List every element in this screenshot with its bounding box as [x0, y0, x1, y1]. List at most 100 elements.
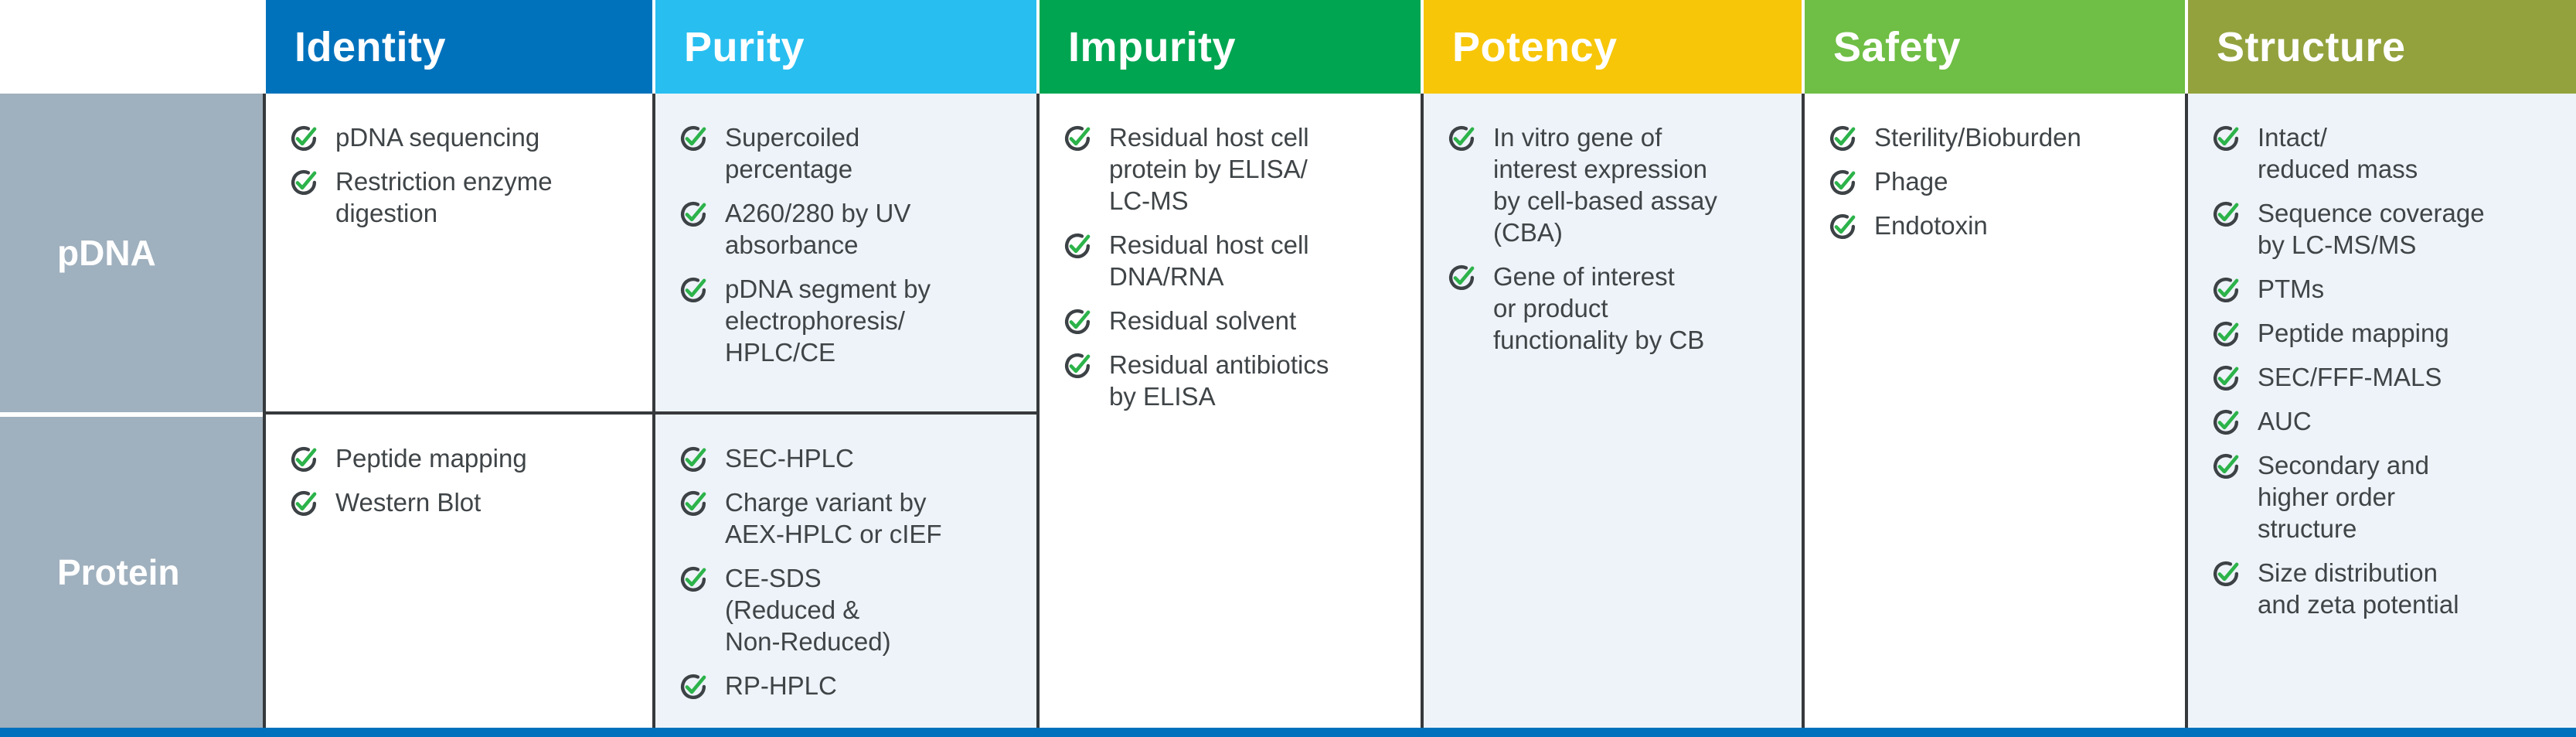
check-circle-icon	[2211, 275, 2241, 304]
item-label: pDNA segment by electrophoresis/ HPLC/CE	[725, 275, 931, 367]
check-circle-icon	[679, 199, 708, 228]
column-header-structure: Structure	[2185, 0, 2576, 94]
check-circle-icon	[2211, 199, 2241, 228]
item-label: A260/280 by UV absorbance	[725, 199, 911, 259]
cell-safety-merged: Sterility/Bioburden Phage Endotoxin	[1805, 94, 2185, 728]
check-circle-icon	[2211, 407, 2241, 436]
item-label: Residual solvent	[1109, 306, 1297, 335]
item-label: SEC-HPLC	[725, 444, 854, 473]
check-circle-icon	[1063, 123, 1092, 152]
item-label: pDNA sequencing	[335, 123, 540, 152]
item-label: Supercoiled percentage	[725, 123, 860, 183]
item-label: Phage	[1874, 167, 1948, 196]
checklist-item: pDNA sequencing	[289, 121, 637, 153]
row-header-label: Protein	[57, 552, 180, 592]
checklist-item: In vitro gene of interest expression by …	[1447, 121, 1786, 248]
checklist-item: AUC	[2211, 405, 2561, 437]
cell-impurity-merged: Residual host cell protein by ELISA/ LC-…	[1040, 94, 1421, 728]
check-circle-icon	[1828, 167, 1857, 196]
checklist-item: Residual solvent	[1063, 305, 1405, 336]
row-header-protein: Protein	[0, 417, 263, 728]
column-header-safety: Safety	[1802, 0, 2185, 94]
item-label: Peptide mapping	[335, 444, 527, 473]
cell-structure-merged: Intact/ reduced mass Sequence coverage b…	[2188, 94, 2576, 728]
checklist-item: Sterility/Bioburden	[1828, 121, 2169, 153]
checklist-item: Charge variant by AEX-HPLC or cIEF	[679, 486, 1021, 550]
column-header-label: Safety	[1833, 23, 1962, 70]
checklist-item: Western Blot	[289, 486, 637, 518]
column-body-impurity: Residual host cell protein by ELISA/ LC-…	[1036, 94, 1421, 728]
row-header-pdna: pDNA	[0, 94, 263, 412]
checklist-item: Gene of interest or product functionalit…	[1447, 261, 1786, 356]
checklist-item: Size distribution and zeta potential	[2211, 557, 2561, 620]
checklist-item: Residual host cell DNA/RNA	[1063, 229, 1405, 292]
column-header-label: Impurity	[1068, 23, 1237, 70]
column-header-identity: Identity	[263, 0, 652, 94]
item-label: Residual host cell protein by ELISA/ LC-…	[1109, 123, 1309, 215]
check-circle-icon	[1447, 123, 1476, 152]
check-circle-icon	[679, 671, 708, 701]
cell-purity-protein: SEC-HPLC Charge variant by AEX-HPLC or c…	[655, 415, 1036, 728]
column-body-potency: In vitro gene of interest expression by …	[1421, 94, 1802, 728]
item-label: AUC	[2258, 407, 2312, 435]
cell-potency-merged: In vitro gene of interest expression by …	[1424, 94, 1802, 728]
item-label: Intact/ reduced mass	[2258, 123, 2418, 183]
checklist-item: Endotoxin	[1828, 210, 2169, 241]
item-label: Endotoxin	[1874, 211, 1988, 240]
item-label: Sterility/Bioburden	[1874, 123, 2081, 152]
checklist-item: pDNA segment by electrophoresis/ HPLC/CE	[679, 273, 1021, 368]
check-circle-icon	[289, 488, 318, 517]
column-header-potency: Potency	[1421, 0, 1802, 94]
checklist-item: Residual antibiotics by ELISA	[1063, 349, 1405, 412]
item-label: Secondary and higher order structure	[2258, 451, 2429, 543]
column-header-purity: Purity	[652, 0, 1036, 94]
item-label: Residual antibiotics by ELISA	[1109, 350, 1329, 411]
row-header-label: pDNA	[57, 233, 156, 273]
column-body-purity: Supercoiled percentage A260/280 by UV ab…	[652, 94, 1036, 728]
check-circle-icon	[1063, 350, 1092, 380]
item-label: Residual host cell DNA/RNA	[1109, 230, 1309, 291]
column-body-identity: pDNA sequencing Restriction enzyme diges…	[263, 94, 652, 728]
checklist-item: SEC/FFF-MALS	[2211, 361, 2561, 393]
item-label: Charge variant by AEX-HPLC or cIEF	[725, 488, 942, 548]
check-circle-icon	[289, 444, 318, 473]
column-body-structure: Intact/ reduced mass Sequence coverage b…	[2185, 94, 2576, 728]
checklist-item: Restriction enzyme digestion	[289, 165, 637, 229]
check-circle-icon	[1828, 211, 1857, 241]
check-circle-icon	[679, 564, 708, 593]
item-label: CE-SDS (Reduced & Non-Reduced)	[725, 564, 891, 656]
check-circle-icon	[2211, 558, 2241, 588]
item-label: Sequence coverage by LC-MS/MS	[2258, 199, 2485, 259]
column-header-label: Purity	[684, 23, 805, 70]
check-circle-icon	[289, 167, 318, 196]
checklist-item: Intact/ reduced mass	[2211, 121, 2561, 185]
item-label: Peptide mapping	[2258, 319, 2449, 347]
checklist-item: Residual host cell protein by ELISA/ LC-…	[1063, 121, 1405, 217]
check-circle-icon	[1063, 230, 1092, 260]
cell-identity-pdna: pDNA sequencing Restriction enzyme diges…	[266, 94, 652, 415]
item-label: RP-HPLC	[725, 671, 837, 700]
checklist-item: RP-HPLC	[679, 670, 1021, 701]
column-header-label: Potency	[1452, 23, 1618, 70]
check-circle-icon	[2211, 123, 2241, 152]
cell-purity-pdna: Supercoiled percentage A260/280 by UV ab…	[655, 94, 1036, 415]
checklist-item: SEC-HPLC	[679, 442, 1021, 474]
item-label: Gene of interest or product functionalit…	[1493, 262, 1705, 354]
item-label: In vitro gene of interest expression by …	[1493, 123, 1717, 247]
check-circle-icon	[679, 444, 708, 473]
check-circle-icon	[679, 488, 708, 517]
checklist-item: Supercoiled percentage	[679, 121, 1021, 185]
check-circle-icon	[2211, 363, 2241, 392]
checklist-item: Peptide mapping	[289, 442, 637, 474]
check-circle-icon	[2211, 319, 2241, 348]
item-label: Size distribution and zeta potential	[2258, 558, 2459, 619]
item-label: SEC/FFF-MALS	[2258, 363, 2442, 391]
check-circle-icon	[1828, 123, 1857, 152]
check-circle-icon	[289, 123, 318, 152]
column-header-impurity: Impurity	[1036, 0, 1421, 94]
column-body-safety: Sterility/Bioburden Phage Endotoxin	[1802, 94, 2185, 728]
cell-identity-protein: Peptide mapping Western Blot	[266, 415, 652, 728]
checklist-item: Phage	[1828, 165, 2169, 197]
check-circle-icon	[2211, 451, 2241, 480]
